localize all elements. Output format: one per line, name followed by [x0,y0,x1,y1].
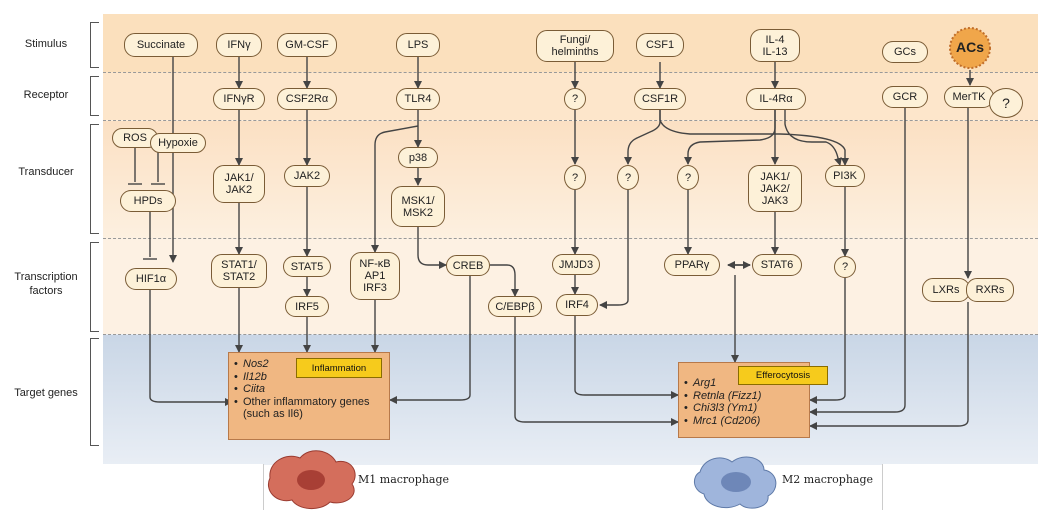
node-cebpb: C/EBPβ [488,296,542,317]
arrow-gcr-m2 [809,108,906,416]
arrow-tlr4-nfkb [371,125,419,253]
node-ifng: IFNγ [216,33,262,57]
node-hypoxia: Hypoxie [150,133,206,153]
node-il4ra: IL-4Rα [746,88,806,110]
efferocytosis-tag: Efferocytosis [738,366,828,385]
node-irf5: IRF5 [285,296,329,317]
node-question-fungi: ? [564,88,586,110]
node-hpds: HPDs [120,190,176,212]
arrow-csf1r-qt2 [624,108,661,165]
row-label-transducer: Transducer [18,166,74,178]
m1-gene-list: Nos2 Il12b Ciita Other inflammatory gene… [234,358,388,421]
node-question-mertk: ? [989,88,1023,118]
m2-gene-list: Arg1 Retnla (Fizz1) Chi3l3 (Ym1) Mrc1 (C… [684,377,810,427]
node-gcs: GCs [882,41,928,63]
arrow-cebpb-m2 [514,316,679,426]
m1-gene-item: Ciita [234,383,388,396]
arrow-creb-targets [389,276,471,404]
arrow-hif1a-targets [149,290,233,406]
node-ifngr: IFNγR [213,88,265,110]
node-tlr4: TLR4 [396,88,440,110]
node-mertk: MerTK [944,86,994,108]
node-question-t1: ? [564,165,586,190]
row-label-factors: factors [29,285,63,297]
arrow-il4ra-qt3 [684,108,776,165]
node-csf1: CSF1 [636,33,684,57]
node-pi3k: PI3K [825,165,865,187]
bracket-target [90,338,99,446]
acs-blob [949,27,991,69]
node-p38: p38 [398,147,438,168]
m1-macrophage-cell [268,450,356,509]
node-creb: CREB [446,255,490,276]
m2-macrophage-label: M2 macrophage [782,473,874,486]
m2-gene-item: Retnla (Fizz1) [684,390,810,403]
node-acs: ACs [956,39,985,55]
node-lxrs: LXRs [922,278,970,302]
row-label-receptor: Receptor [23,89,69,101]
inflammation-tag: Inflammation [296,358,382,378]
bracket-stimulus [90,22,99,68]
bracket-receptor [90,76,99,116]
m2-gene-item: Chi3l3 (Ym1) [684,402,810,415]
bottom-right-panel [882,464,1039,510]
m1-gene-item: Il12b [234,371,388,384]
arrow-irf4-m2 [574,316,679,399]
node-pparg: PPARγ [664,254,720,276]
bracket-transducer [90,124,99,234]
node-rxrs: RXRs [966,278,1014,302]
node-hif1a: HIF1α [125,268,177,290]
node-nfkb-ap1-irf3: NF-κB AP1 IRF3 [350,252,400,300]
row-label-transcription: Transcription [14,271,78,283]
arrow-msk-creb [417,227,447,269]
row-label-target: Target genes [14,387,78,399]
arrow-il4ra-pi3k [784,108,842,166]
node-csf1r: CSF1R [634,88,686,110]
node-stat5: STAT5 [283,256,331,277]
node-lps: LPS [396,33,440,57]
node-ros: ROS [112,128,158,148]
node-succinate: Succinate [124,33,198,57]
node-question-t2: ? [617,165,639,190]
node-gcr: GCR [882,86,928,108]
arrow-creb-cebpb [490,264,519,297]
node-gmcsf: GM-CSF [277,33,337,57]
arrow-qt2-irf4 [599,190,629,309]
node-question-tf: ? [834,256,856,278]
node-irf4: IRF4 [556,294,598,316]
arrow-qtf-targets [809,278,846,404]
node-jak2: JAK2 [284,165,330,187]
m1-macrophage-label: M1 macrophage [358,473,450,486]
node-fungi: Fungi/ helminths [536,30,614,62]
node-msk1-msk2: MSK1/ MSK2 [391,186,445,227]
m2-gene-item: Arg1 [684,377,810,390]
node-jak1-jak2: JAK1/ JAK2 [213,165,265,203]
node-jak1-jak2-jak3: JAK1/ JAK2/ JAK3 [748,165,802,212]
m1-gene-item: Nos2 [234,358,388,371]
node-il4-il13: IL-4 IL-13 [750,29,800,62]
node-csf2ra: CSF2Rα [277,88,337,110]
row-label-stimulus: Stimulus [24,38,68,50]
bracket-transcription [90,242,99,332]
m2-macrophage-cell [694,456,777,509]
node-stat1-stat2: STAT1/ STAT2 [211,254,267,288]
bottom-left-panel [103,464,264,510]
node-question-t3: ? [677,165,699,190]
node-stat6: STAT6 [752,254,802,276]
m1-gene-item: Other inflammatory genes (such as Il6) [234,396,388,421]
node-jmjd3: JMJD3 [552,254,600,275]
arrow-lxr-m2 [809,302,969,430]
arrow-csf1r-pi3k [659,108,849,166]
m2-gene-item: Mrc1 (Cd206) [684,415,810,428]
